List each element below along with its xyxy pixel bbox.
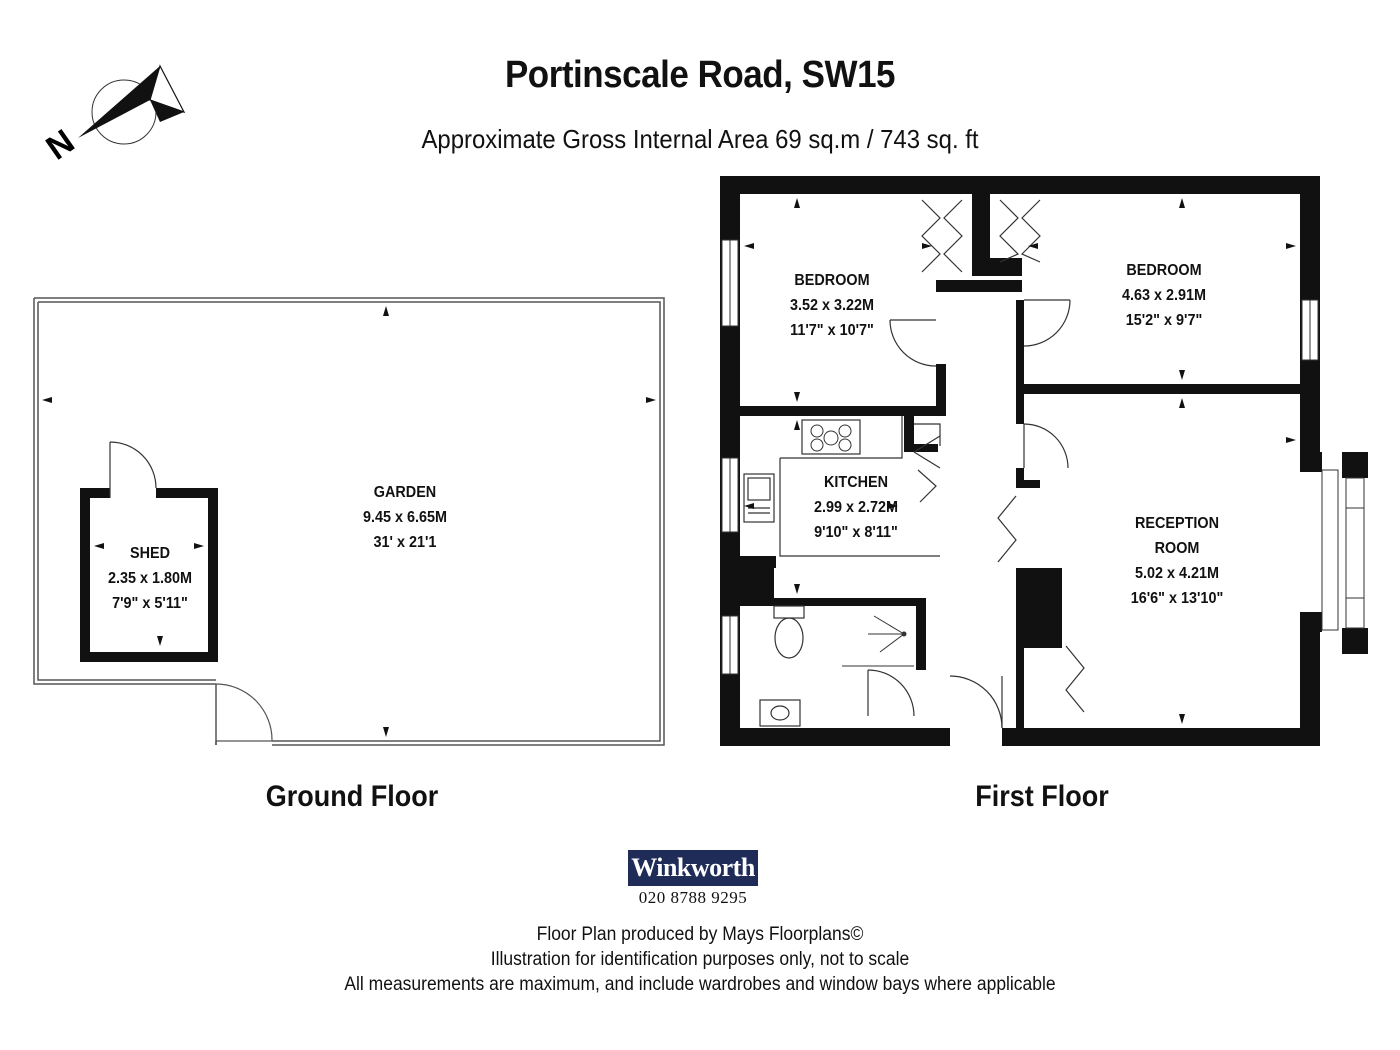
shed-name: SHED [129,545,170,562]
room-label-kitchen: KITCHEN 2.99 x 2.72M 9'10" x 8'11" [789,470,924,545]
ground-floor-label: Ground Floor [265,780,439,813]
room-label-garden: GARDEN 9.45 x 6.65M 31' x 21'1 [333,480,477,555]
first-floor-walls [720,176,1368,746]
garden-name: GARDEN [373,484,437,501]
compass-north-label: N [39,122,81,167]
basin-icon [759,699,801,727]
reception-metric: 5.02 x 4.21M [1134,565,1220,582]
room-label-reception: RECEPTION ROOM 5.02 x 4.21M 16'6" x 13'1… [1105,511,1249,611]
shed-walls [80,441,218,662]
first-floor-doors [779,199,1085,729]
reception-name-line2: ROOM [1154,540,1200,557]
bedroom-2-imperial: 15'2" x 9'7" [1125,312,1203,329]
bedroom-1-name: BEDROOM [794,272,870,289]
bedroom-1-metric: 3.52 x 3.22M [789,297,875,314]
shed-dimension-markers [94,543,204,646]
room-label-shed: SHED 2.35 x 1.80M 7'9" x 5'11" [87,541,213,616]
room-label-bedroom-2: BEDROOM 4.63 x 2.91M 15'2" x 9'7" [1097,258,1232,333]
garden-imperial: 31' x 21'1 [373,534,437,551]
shower-icon [842,615,914,667]
hob-icon [801,419,861,455]
toilet-icon [773,605,805,659]
agent-logo: Winkworth [628,850,758,886]
bedroom-1-imperial: 11'7" x 10'7" [790,322,874,339]
garden-dimension-markers [42,306,656,737]
window-mullions [729,240,1364,674]
shed-imperial: 7'9" x 5'11" [112,595,188,612]
agent-phone: 020 8788 9295 [638,888,748,907]
reception-name-line1: RECEPTION [1134,515,1220,532]
footer-measurements-note: All measurements are maximum, and includ… [344,974,1056,995]
bedroom-2-name: BEDROOM [1126,262,1202,279]
kitchen-imperial: 9'10" x 8'11" [814,524,898,541]
garden-metric: 9.45 x 6.65M [362,509,448,526]
garden-gate [215,683,273,745]
area-summary: Approximate Gross Internal Area 69 sq.m … [421,124,979,154]
page-title: Portinscale Road, SW15 [504,54,896,96]
garden-outline [33,297,665,746]
footer-disclaimer: Illustration for identification purposes… [490,949,910,970]
kitchen-name: KITCHEN [823,474,888,491]
first-floor-dimension-markers [744,198,1296,724]
room-label-bedroom-1: BEDROOM 3.52 x 3.22M 11'7" x 10'7" [765,268,900,343]
shed-metric: 2.35 x 1.80M [107,570,193,587]
compass-icon: N [39,64,186,168]
first-floor-label: First Floor [975,780,1109,813]
kitchen-metric: 2.99 x 2.72M [813,499,899,516]
sink-icon [743,473,775,523]
footer-credit: Floor Plan produced by Mays Floorplans© [536,924,864,945]
reception-imperial: 16'6" x 13'10" [1130,590,1224,607]
bedroom-2-metric: 4.63 x 2.91M [1121,287,1207,304]
